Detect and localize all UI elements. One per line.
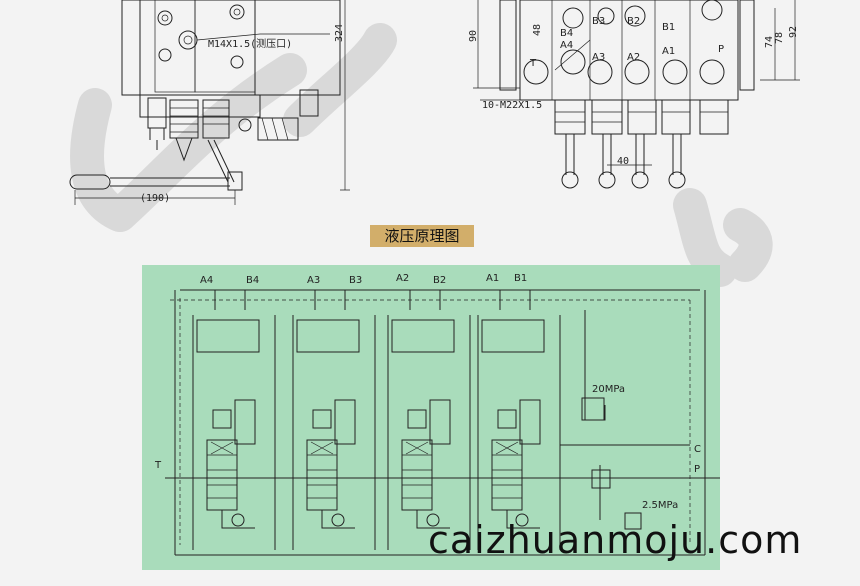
valve-section-1-lever (221, 510, 255, 529)
port-label-B3: B3 (592, 16, 605, 27)
valve-section-1-cross-arrows (210, 441, 234, 455)
left-handle-dimension: (190) (140, 193, 170, 204)
dim-74: 74 (764, 36, 775, 48)
schematic-port-B1: B1 (514, 273, 527, 284)
valve-section-2-check-block (296, 319, 360, 353)
schematic-port-B4: B4 (246, 275, 259, 286)
valve-section-3-check-block (391, 319, 455, 353)
schematic-port-A2: A2 (396, 273, 409, 284)
drawing-labels: M14X1.5(测压口) 324 (190) T B4 A4 B3 A3 B2 … (140, 16, 799, 511)
valve-section-4-pilot-spool (519, 399, 541, 445)
site-watermark: caizhuanmoju.com (428, 518, 803, 562)
valve-section-1-check-block (196, 319, 260, 353)
port-label-A3: A3 (592, 52, 605, 63)
valve-section-4-cross-arrows (495, 441, 519, 455)
schematic-port-A4: A4 (200, 275, 213, 286)
valve-section-4-lever (506, 510, 540, 529)
valve-section-1-pilot-spool (234, 399, 256, 445)
valve-section-2-spool-divisions (307, 454, 337, 499)
dim-92: 92 (788, 26, 799, 38)
section-title: 液压原理图 (370, 225, 474, 247)
valve-section-3-lever (416, 510, 450, 529)
right-front-view-drawing (473, 0, 800, 189)
port-label-B4: B4 (560, 28, 573, 39)
relief-main-pressure: 20MPa (592, 384, 625, 395)
port-label-A1: A1 (662, 46, 675, 57)
port-label-T: T (529, 58, 537, 69)
dim-90: 90 (468, 30, 479, 42)
schematic-side-P: P (694, 464, 700, 475)
valve-section-4-spring-box (497, 409, 517, 429)
valve-section-3-spring-box (407, 409, 427, 429)
valve-section-1-spool-divisions (207, 454, 237, 499)
port-label-B1: B1 (662, 22, 675, 33)
left-height-dimension: 324 (334, 24, 345, 42)
dim-48: 48 (532, 24, 543, 36)
port-label-P: P (718, 44, 724, 55)
port-label-A2: A2 (627, 52, 640, 63)
left-side-view-drawing (69, 0, 350, 205)
schematic-port-A3: A3 (307, 275, 320, 286)
schematic-background (142, 265, 720, 570)
hydraulic-schematic (142, 265, 720, 570)
valve-section-4-check-block (481, 319, 545, 353)
port-label-B2: B2 (627, 16, 640, 27)
right-thread-callout: 10-M22X1.5 (482, 100, 542, 111)
schematic-side-C: C (694, 444, 701, 455)
schematic-port-B3: B3 (349, 275, 362, 286)
valve-section-2-pilot-spool (334, 399, 356, 445)
schematic-port-B2: B2 (433, 275, 446, 286)
valve-section-2-spring-box (312, 409, 332, 429)
valve-section-4-spool-divisions (492, 454, 522, 499)
valve-section-1-spring-box (212, 409, 232, 429)
valve-section-3-pilot-spool (429, 399, 451, 445)
port-label-A4: A4 (560, 40, 573, 51)
schematic-port-A1: A1 (486, 273, 499, 284)
valve-section-2-lever (321, 510, 355, 529)
relief-aux-pressure: 2.5MPa (642, 500, 678, 511)
valve-section-3-cross-arrows (405, 441, 429, 455)
dim-78: 78 (774, 32, 785, 44)
schematic-side-T: T (154, 460, 162, 471)
dim-40: 40 (617, 156, 629, 167)
valve-section-2-cross-arrows (310, 441, 334, 455)
left-thread-callout: M14X1.5(测压口) (208, 37, 292, 50)
valve-section-3-spool-divisions (402, 454, 432, 499)
